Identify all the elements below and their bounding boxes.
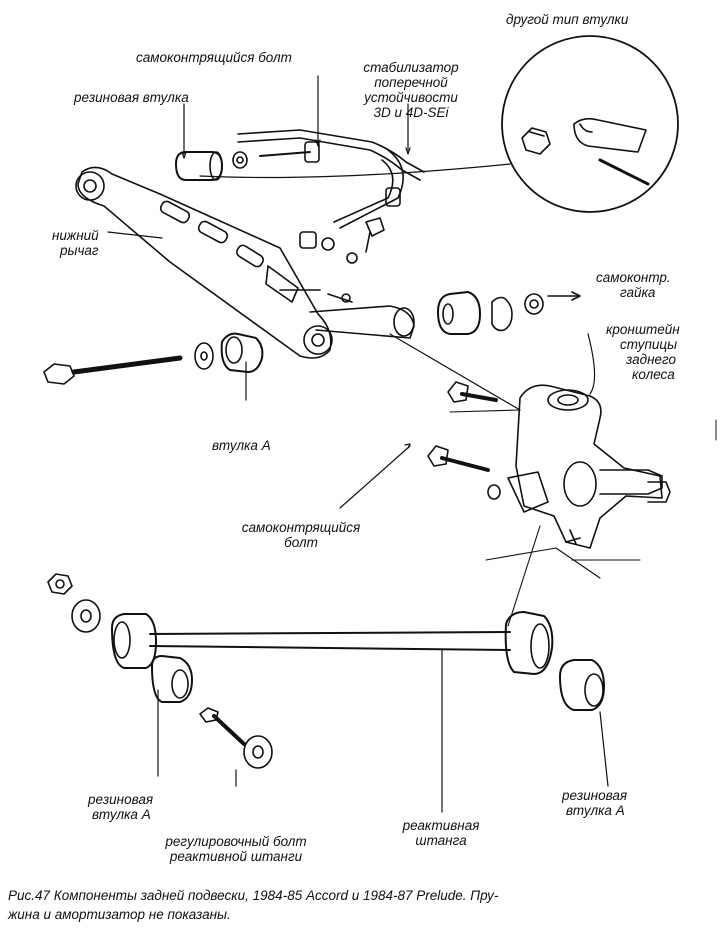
- label-hub-knuckle-line1: кронштейн: [606, 322, 680, 337]
- arm-outer-bushings: [437, 291, 581, 335]
- label-other-bushing-type: другой тип втулки: [506, 12, 629, 27]
- label-bushing-a: втулка А: [212, 438, 271, 453]
- label-stabilizer-line1: стабилизатор: [363, 60, 459, 75]
- label-hub-knuckle-line3: заднего: [626, 352, 677, 367]
- label-radius-rod-line2: штанга: [415, 833, 467, 848]
- stabilizer-link-parts: [299, 187, 401, 303]
- inset-leader: [199, 163, 511, 179]
- label-stabilizer-line3: устойчивости: [364, 90, 458, 105]
- caption-line2: жина и амортизатор не показаны.: [8, 907, 231, 922]
- label-lower-arm-line2: рычаг: [60, 243, 99, 258]
- label-radius-rod-line1: реактивная: [402, 818, 480, 833]
- label-hub-knuckle-line2: ступицы: [620, 337, 678, 352]
- label-stabilizer-line2: поперечной: [374, 75, 448, 90]
- suspension-exploded-diagram: [43, 35, 717, 813]
- label-self-locking-nut-line1: самоконтр.: [596, 270, 671, 285]
- rear-hub-knuckle: [507, 384, 671, 549]
- label-rubber-bushing-a-left-line1: резиновая: [88, 792, 154, 807]
- label-self-locking-bolt-mid-line1: самоконтрящийся: [241, 520, 361, 535]
- label-adjusting-bolt-line1: регулировочный болт: [165, 834, 307, 849]
- long-bolt: [43, 332, 264, 385]
- rubber-bushing-top: [175, 151, 248, 181]
- label-self-locking-bolt-top: самоконтрящийся болт: [136, 50, 292, 65]
- label-stabilizer-line4: 3D и 4D-SEi: [373, 105, 449, 120]
- label-adjusting-bolt-line2: реактивной штанги: [169, 849, 303, 864]
- adjusting-bolt: [199, 707, 273, 769]
- caption-line1: Рис.47 Компоненты задней подвески, 1984-…: [8, 888, 499, 903]
- lower-arm: [75, 166, 333, 359]
- rubber-bushing-a-right: [559, 659, 605, 711]
- radius-rod-nut: [47, 573, 101, 633]
- label-self-locking-nut-line2: гайка: [620, 285, 656, 300]
- leader-lines: [107, 75, 609, 813]
- knuckle-bolts: [427, 381, 521, 500]
- label-hub-knuckle-line4: колеса: [632, 367, 675, 382]
- label-rubber-bushing-a-left-line2: втулка А: [92, 807, 151, 822]
- label-self-locking-bolt-mid-line2: болт: [284, 535, 318, 550]
- label-rubber-bushing-a-right-line1: резиновая: [562, 788, 628, 803]
- arm-outer-section: [309, 305, 521, 411]
- stabilizer-bar: [237, 129, 425, 229]
- figure-caption: Рис.47 Компоненты задней подвески, 1984-…: [8, 886, 712, 924]
- other-bushing-inset: [501, 35, 679, 213]
- radius-rod: [111, 525, 641, 675]
- label-lower-arm-line1: нижний: [52, 228, 99, 243]
- label-rubber-bushing-top: резиновая втулка: [74, 90, 189, 105]
- label-rubber-bushing-a-right-line2: втулка А: [566, 803, 625, 818]
- rubber-bushing-a-left: [151, 655, 193, 703]
